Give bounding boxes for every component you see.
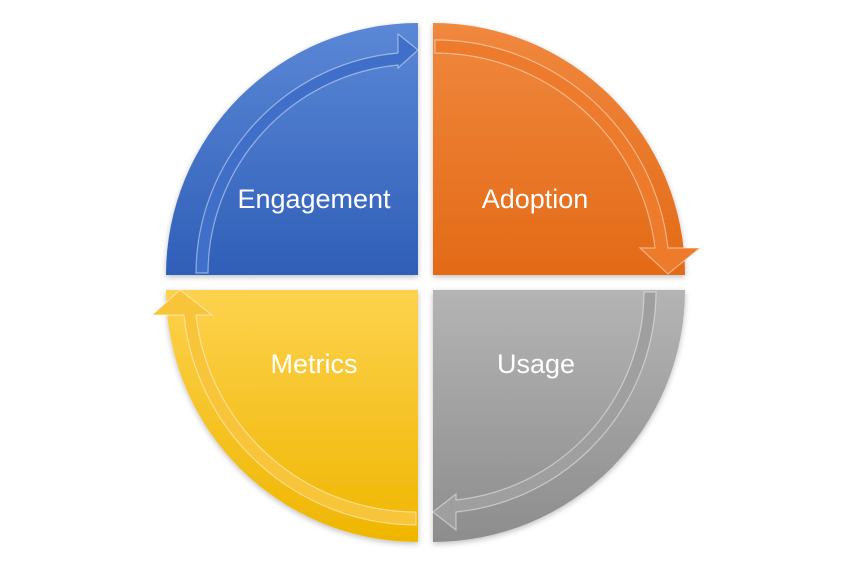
quadrant-adoption: Adoption <box>433 23 702 275</box>
quadrant-metrics: Metrics <box>150 289 418 542</box>
quadrant-engagement-arrow <box>195 32 419 274</box>
quadrant-adoption-sector <box>433 23 685 275</box>
quadrant-usage-arrow <box>432 291 657 532</box>
quadrant-usage: Usage <box>432 290 685 542</box>
quadrant-engagement-sector <box>166 23 418 275</box>
quadrant-metrics-arrow <box>150 289 417 526</box>
quadrant-adoption-label: Adoption <box>482 184 589 214</box>
quadrant-engagement-label: Engagement <box>237 184 391 214</box>
quadrant-metrics-sector <box>166 290 418 542</box>
quadrant-usage-sector <box>433 290 685 542</box>
quadrant-engagement: Engagement <box>166 23 419 275</box>
quadrant-metrics-label: Metrics <box>271 349 358 379</box>
quadrant-adoption-arrow <box>434 39 702 275</box>
quadrant-usage-label: Usage <box>497 349 575 379</box>
